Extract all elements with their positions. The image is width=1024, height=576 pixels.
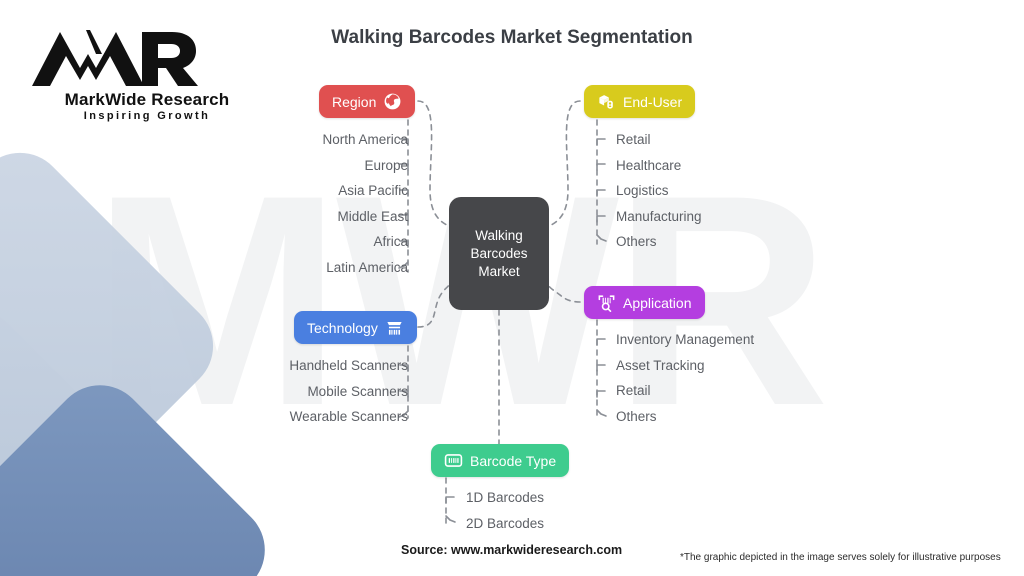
branch-badge-technology[interactable]: Technology [294, 311, 417, 344]
branch-items-region: North America Europe Asia Pacific Middle… [188, 127, 408, 280]
center-node: Walking Barcodes Market [449, 197, 549, 310]
branch-label-region: Region [332, 93, 377, 110]
list-item: Asia Pacific [338, 183, 408, 198]
list-item: Others [616, 408, 657, 424]
list-item: Africa [373, 234, 408, 249]
logo-company-name: MarkWide Research [64, 90, 230, 109]
center-node-line-2: Barcodes [470, 245, 528, 261]
scanner-icon [385, 318, 404, 337]
logo-mark-icon [30, 28, 200, 95]
source-text: Source: www.markwideresearch.com [401, 543, 623, 557]
branch-label-enduser: End-User [623, 93, 683, 110]
logo-tagline: Inspiring Growth [83, 110, 211, 122]
branch-items-technology: Handheld Scanners Mobile Scanners Wearab… [168, 353, 408, 430]
branch-label-technology: Technology [307, 319, 378, 336]
disclaimer-text: *The graphic depicted in the image serve… [680, 552, 1001, 563]
page-title: Walking Barcodes Market Segmentation [331, 27, 693, 48]
branch-badge-region[interactable]: Region [319, 85, 416, 118]
list-item: Retail [616, 132, 651, 147]
brand-logo: MarkWide Research Inspiring Growth [22, 28, 272, 128]
center-node-line-1: Walking [475, 227, 523, 243]
list-item: North America [322, 132, 408, 147]
branch-items-barcode: 1D Barcodes 2D Barcodes [466, 485, 666, 536]
list-item: Inventory Management [616, 332, 755, 347]
branch-badge-barcode[interactable]: Barcode Type [431, 444, 570, 477]
list-item: 1D Barcodes [466, 490, 545, 505]
list-item: Logistics [616, 183, 669, 198]
list-item: Europe [364, 157, 408, 173]
branch-items-enduser: Retail Healthcare Logistics Manufacturin… [616, 127, 876, 255]
list-item: Wearable Scanners [289, 409, 408, 424]
list-item: 2D Barcodes [466, 515, 545, 531]
branch-items-application: Inventory Management Asset Tracking Reta… [616, 327, 896, 429]
branch-badge-application[interactable]: Application [584, 286, 705, 319]
branch-label-application: Application [623, 294, 692, 311]
barcode-icon [444, 451, 463, 470]
list-item: Asset Tracking [616, 357, 705, 373]
list-item: Latin America [326, 259, 408, 275]
branch-label-barcode: Barcode Type [470, 452, 557, 469]
list-item: Manufacturing [616, 208, 702, 224]
branch-badge-enduser[interactable]: End-User [584, 85, 696, 118]
list-item: Healthcare [616, 157, 682, 173]
globe-icon [383, 92, 402, 111]
scan-search-icon [597, 293, 616, 312]
box-user-icon [597, 92, 616, 111]
list-item: Mobile Scanners [307, 383, 408, 399]
list-item: Retail [616, 383, 651, 398]
list-item: Middle East [337, 208, 408, 224]
list-item: Others [616, 234, 657, 249]
center-node-line-3: Market [478, 263, 520, 279]
list-item: Handheld Scanners [289, 358, 408, 373]
